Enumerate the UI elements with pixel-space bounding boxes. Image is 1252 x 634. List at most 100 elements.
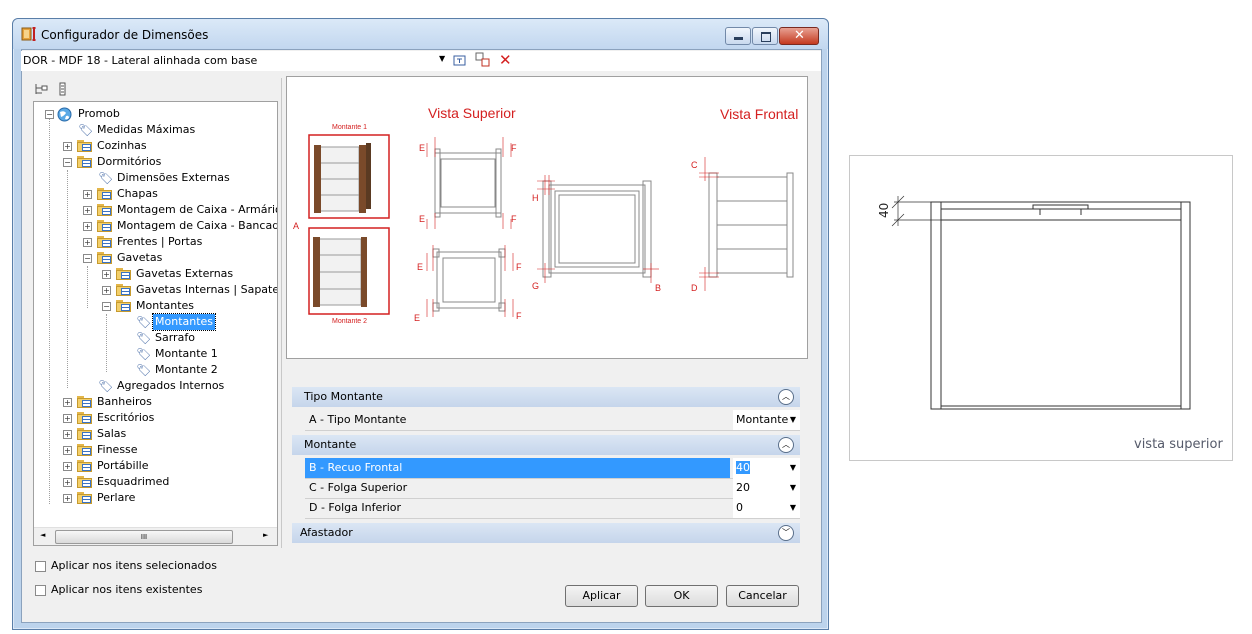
expand-toggle[interactable]: + bbox=[83, 206, 92, 215]
scroll-thumb[interactable]: III bbox=[55, 530, 233, 544]
tree-item-medidas-maximas[interactable]: 🏷 Medidas Máximas bbox=[34, 122, 274, 138]
collapse-toggle[interactable]: − bbox=[63, 158, 72, 167]
expand-toggle[interactable]: + bbox=[102, 270, 111, 279]
expand-toggle[interactable]: + bbox=[83, 238, 92, 247]
config-select[interactable]: DOR - MDF 18 - Lateral alinhada com base bbox=[23, 54, 258, 67]
property-row-recuo-frontal[interactable]: B - Recuo Frontal 40 ▼ bbox=[305, 458, 800, 479]
tree-item-montagem-bancadas[interactable]: + Montagem de Caixa - Bancadas | bbox=[34, 218, 277, 234]
scroll-left-icon[interactable]: ◄ bbox=[40, 531, 46, 539]
category-afastador[interactable]: Afastador ﹀ bbox=[292, 523, 800, 543]
chevron-down-icon[interactable]: ▼ bbox=[439, 54, 446, 63]
delete-config-icon[interactable]: ✕ bbox=[499, 51, 512, 69]
label-e-3: E bbox=[417, 262, 423, 272]
expand-toggle[interactable]: + bbox=[63, 414, 72, 423]
expand-toggle[interactable]: + bbox=[63, 478, 72, 487]
tag-icon: 🏷 bbox=[98, 379, 114, 393]
tree-item-promob[interactable]: − Promob bbox=[34, 106, 274, 122]
close-button[interactable]: ✕ bbox=[779, 27, 819, 45]
title-bar[interactable]: Configurador de Dimensões ✕ bbox=[13, 19, 828, 49]
maximize-button[interactable] bbox=[752, 27, 778, 45]
tree-item-dimensoes-externas[interactable]: 🏷 Dimensões Externas bbox=[34, 170, 274, 186]
category-tipo-montante[interactable]: Tipo Montante ︿ bbox=[292, 387, 800, 407]
scroll-right-icon[interactable]: ► bbox=[263, 531, 269, 539]
property-value-dropdown[interactable]: Montante ▼ bbox=[733, 410, 800, 430]
tree-item-dormitorios[interactable]: − Dormitórios bbox=[34, 154, 274, 170]
expand-toggle[interactable]: + bbox=[63, 446, 72, 455]
tree-item-esquadrimed[interactable]: + Esquadrimed bbox=[34, 474, 274, 490]
property-value-dropdown[interactable]: 0 ▼ bbox=[733, 498, 800, 518]
tree-item-sarrafo[interactable]: 🏷 Sarrafo bbox=[34, 330, 274, 346]
tree-item-montantes-folder[interactable]: − Montantes bbox=[34, 298, 274, 314]
expand-toggle[interactable]: + bbox=[102, 286, 111, 295]
copy-config-icon[interactable] bbox=[475, 52, 491, 68]
tree-label: Escritórios bbox=[97, 411, 155, 424]
property-row-folga-inferior[interactable]: D - Folga Inferior 0 ▼ bbox=[305, 498, 800, 519]
collapse-chevron-icon[interactable]: ︿ bbox=[778, 437, 794, 453]
top-view-1 bbox=[434, 148, 502, 218]
property-row-folga-superior[interactable]: C - Folga Superior 20 ▼ bbox=[305, 478, 800, 499]
category-montante[interactable]: Montante ︿ bbox=[292, 435, 800, 455]
dim-marks-4 bbox=[699, 157, 719, 291]
chevron-down-icon[interactable]: ▼ bbox=[789, 503, 796, 512]
expand-toggle[interactable]: + bbox=[63, 494, 72, 503]
tree-item-banheiros[interactable]: + Banheiros bbox=[34, 394, 274, 410]
expand-toggle[interactable]: + bbox=[83, 222, 92, 231]
apply-button[interactable]: Aplicar bbox=[565, 585, 638, 607]
tree-item-escritorios[interactable]: + Escritórios bbox=[34, 410, 274, 426]
collapse-toggle[interactable]: − bbox=[102, 302, 111, 311]
tree-item-montantes-selected[interactable]: 🏷 Montantes bbox=[34, 313, 274, 331]
property-value-dropdown[interactable]: 40 ▼ bbox=[733, 458, 800, 478]
tree-label: Montantes bbox=[151, 313, 217, 331]
collapse-chevron-icon[interactable]: ︿ bbox=[778, 389, 794, 405]
expand-all-icon[interactable] bbox=[56, 82, 70, 96]
collapse-all-icon[interactable] bbox=[34, 82, 48, 96]
label-a: A bbox=[293, 221, 299, 231]
tag-icon: 🏷 bbox=[136, 315, 152, 329]
tree-item-finesse[interactable]: + Finesse bbox=[34, 442, 274, 458]
category-tree[interactable]: − Promob 🏷 Medidas Máximas + Cozinhas − … bbox=[33, 101, 278, 546]
expand-toggle[interactable]: + bbox=[63, 430, 72, 439]
tree-item-agregados-internos[interactable]: 🏷 Agregados Internos bbox=[34, 378, 274, 394]
tree-item-gavetas-externas[interactable]: + Gavetas Externas bbox=[34, 266, 274, 282]
montante1-caption: Montante 1 bbox=[332, 124, 367, 131]
folder-icon bbox=[97, 252, 113, 264]
tree-item-gavetas-internas[interactable]: + Gavetas Internas | Sapateiras bbox=[34, 282, 277, 298]
tree-item-montante-1[interactable]: 🏷 Montante 1 bbox=[34, 346, 274, 362]
tree-item-gavetas[interactable]: − Gavetas bbox=[34, 250, 274, 266]
tree-item-cozinhas[interactable]: + Cozinhas bbox=[34, 138, 274, 154]
chevron-down-icon[interactable]: ▼ bbox=[789, 463, 796, 472]
property-value-dropdown[interactable]: 20 ▼ bbox=[733, 478, 800, 498]
top-view-3 bbox=[542, 180, 652, 278]
horizontal-scrollbar[interactable]: ◄ III ► bbox=[34, 527, 277, 545]
apply-selected-checkbox[interactable] bbox=[35, 561, 46, 572]
apply-existing-checkbox[interactable] bbox=[35, 585, 46, 596]
panel-splitter[interactable] bbox=[281, 78, 282, 548]
tree-item-frentes-portas[interactable]: + Frentes | Portas bbox=[34, 234, 274, 250]
tree-label: Dimensões Externas bbox=[117, 171, 230, 184]
tree-item-montagem-armarios[interactable]: + Montagem de Caixa - Armários bbox=[34, 202, 277, 218]
property-row-tipo-montante[interactable]: A - Tipo Montante Montante ▼ bbox=[305, 410, 800, 431]
tree-item-montante-2[interactable]: 🏷 Montante 2 bbox=[34, 362, 274, 378]
expand-toggle[interactable]: + bbox=[63, 398, 72, 407]
property-value[interactable]: 40 bbox=[736, 461, 750, 474]
minimize-button[interactable] bbox=[725, 27, 751, 45]
edit-config-icon[interactable] bbox=[453, 53, 467, 67]
expand-toggle[interactable]: + bbox=[63, 462, 72, 471]
collapse-toggle[interactable]: − bbox=[45, 110, 54, 119]
cancel-button[interactable]: Cancelar bbox=[726, 585, 799, 607]
minimize-icon bbox=[734, 37, 743, 40]
tree-item-salas[interactable]: + Salas bbox=[34, 426, 274, 442]
tree-label: Gavetas Externas bbox=[136, 267, 234, 280]
expand-toggle[interactable]: + bbox=[63, 142, 72, 151]
collapse-toggle[interactable]: − bbox=[83, 254, 92, 263]
expand-chevron-icon[interactable]: ﹀ bbox=[778, 525, 794, 541]
expand-toggle[interactable]: + bbox=[83, 190, 92, 199]
tree-item-chapas[interactable]: + Chapas bbox=[34, 186, 274, 202]
ok-button[interactable]: OK bbox=[645, 585, 718, 607]
tree-item-perlare[interactable]: + Perlare bbox=[34, 490, 274, 506]
tree-item-portabille[interactable]: + Portábille bbox=[34, 458, 274, 474]
label-d: D bbox=[691, 283, 698, 293]
chevron-down-icon[interactable]: ▼ bbox=[789, 415, 796, 424]
chevron-down-icon[interactable]: ▼ bbox=[789, 483, 796, 492]
close-icon: ✕ bbox=[794, 28, 805, 43]
